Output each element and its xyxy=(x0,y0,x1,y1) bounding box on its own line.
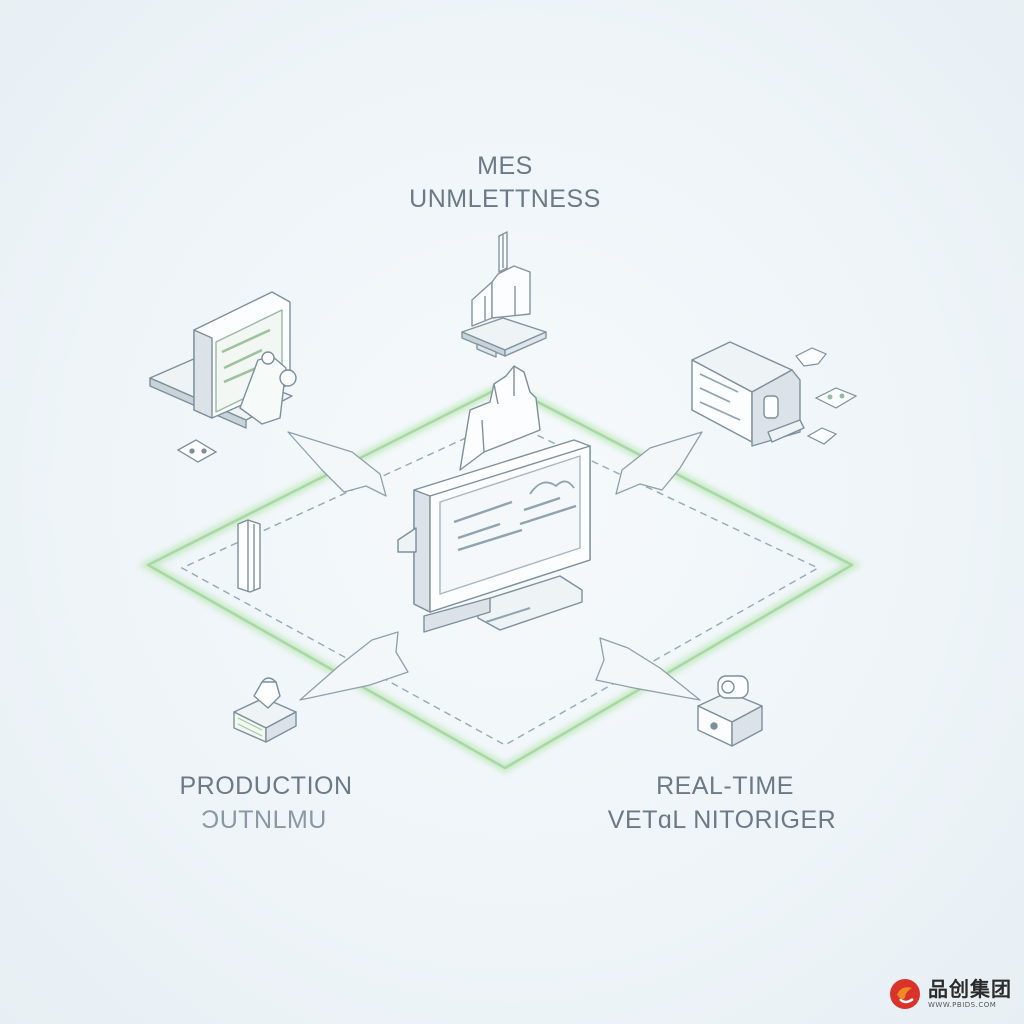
floor-tag-icon xyxy=(176,439,218,463)
top-label-line1: MES xyxy=(477,152,533,180)
pallet-box-icon xyxy=(233,677,297,743)
connector-arrows xyxy=(287,431,703,701)
floating-chip-icons xyxy=(795,347,858,445)
left-label-line1: PRODUCTION xyxy=(179,772,353,800)
factory-stack-icon xyxy=(461,231,547,358)
workstation-terminal-icon xyxy=(149,291,297,429)
platform-outline xyxy=(138,379,862,774)
pillar-icon xyxy=(237,519,261,593)
inner-dashed-outline xyxy=(180,419,820,746)
left-label-line2: ƆUTNLMU xyxy=(201,806,327,834)
top-label-line2: UNMLETTNESS xyxy=(409,185,601,213)
central-dashboard-monitor-icon xyxy=(397,365,591,633)
right-label-line2: VETɑL NITORIGER xyxy=(607,806,837,834)
right-label-line1: REAL-TIME xyxy=(656,772,794,800)
brand-logo-icon xyxy=(890,979,920,1009)
sensor-camera-icon xyxy=(697,675,763,747)
brand-name: 品创集团 xyxy=(928,977,1012,1001)
brand-watermark: 品创集团 WWW.PBIDS.COM xyxy=(888,973,1014,1015)
brand-url: WWW.PBIDS.COM xyxy=(928,1001,997,1009)
server-machine-icon xyxy=(691,341,805,447)
